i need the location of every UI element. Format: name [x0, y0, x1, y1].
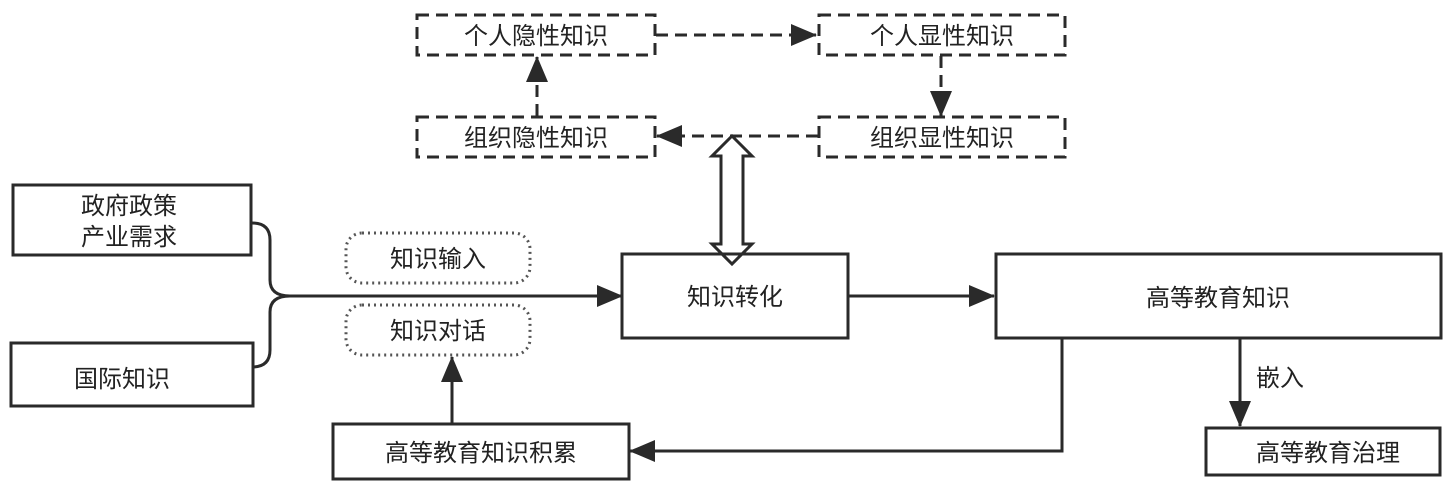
label-gov-policy: 政府政策 [81, 192, 177, 220]
node-he-accumulation: 高等教育知识积累 [331, 422, 631, 481]
edge-brace-merge [251, 221, 291, 369]
label-org-explicit: 组织显性知识 [870, 124, 1014, 152]
label-personal-tacit: 个人隐性知识 [464, 22, 608, 50]
label-personal-explicit: 个人显性知识 [870, 22, 1014, 50]
node-intl-knowledge: 国际知识 [9, 341, 255, 408]
label-he-accumulation: 高等教育知识积累 [385, 439, 577, 467]
node-gov-policy-industry: 政府政策 产业需求 [11, 183, 253, 257]
label-knowledge-transform: 知识转化 [687, 283, 783, 311]
node-knowledge-dialogue: 知识对话 [344, 303, 532, 357]
node-org-explicit: 组织显性知识 [817, 115, 1067, 159]
label-he-knowledge: 高等教育知识 [1146, 284, 1290, 312]
node-he-governance: 高等教育治理 [1204, 426, 1442, 477]
node-org-tacit: 组织隐性知识 [415, 115, 657, 159]
node-knowledge-transform: 知识转化 [620, 252, 850, 340]
node-knowledge-input: 知识输入 [344, 231, 532, 285]
label-knowledge-dialogue: 知识对话 [390, 317, 486, 345]
label-org-tacit: 组织隐性知识 [464, 124, 608, 152]
label-knowledge-input: 知识输入 [390, 245, 486, 273]
edge-he-knowledge-to-accumulation [629, 339, 1064, 462]
label-he-governance: 高等教育治理 [1256, 439, 1400, 467]
label-industry-demand: 产业需求 [81, 223, 177, 251]
node-personal-tacit: 个人隐性知识 [415, 13, 657, 57]
double-arrow-loop-transform [708, 133, 756, 267]
node-personal-explicit: 个人显性知识 [817, 13, 1067, 57]
node-he-knowledge: 高等教育知识 [994, 252, 1443, 340]
label-embed: 嵌入 [1256, 364, 1304, 392]
label-intl-knowledge: 国际知识 [74, 365, 170, 393]
